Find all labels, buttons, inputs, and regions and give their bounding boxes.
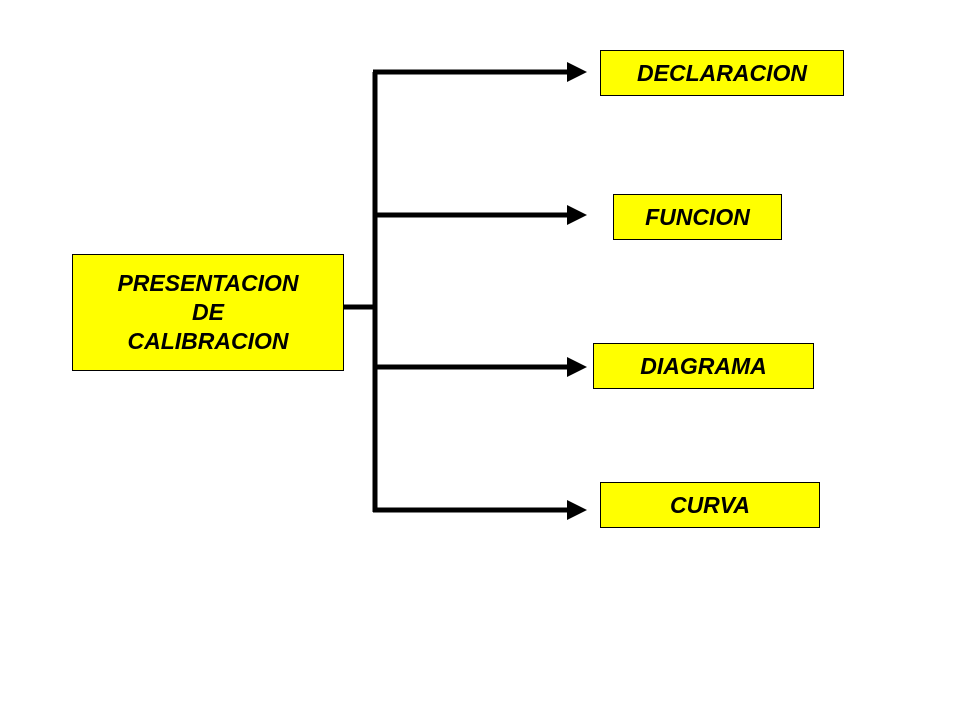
root-node-presentacion-de-calibracion: PRESENTACION DE CALIBRACION — [72, 254, 344, 371]
root-label-line-1: PRESENTACION — [117, 270, 299, 296]
root-label-line-3: CALIBRACION — [127, 328, 289, 354]
branch-node-diagrama: DIAGRAMA — [593, 343, 814, 389]
branch-node-curva: CURVA — [600, 482, 820, 528]
branch-node-declaracion: DECLARACION — [600, 50, 844, 96]
root-label-line-2: DE — [192, 299, 224, 325]
branch-node-funcion: FUNCION — [613, 194, 782, 240]
branch-label-funcion: FUNCION — [645, 203, 750, 230]
branch-label-curva: CURVA — [669, 491, 751, 518]
branch-label-diagrama: DIAGRAMA — [640, 352, 767, 379]
branch-label-declaracion: DECLARACION — [637, 59, 807, 86]
